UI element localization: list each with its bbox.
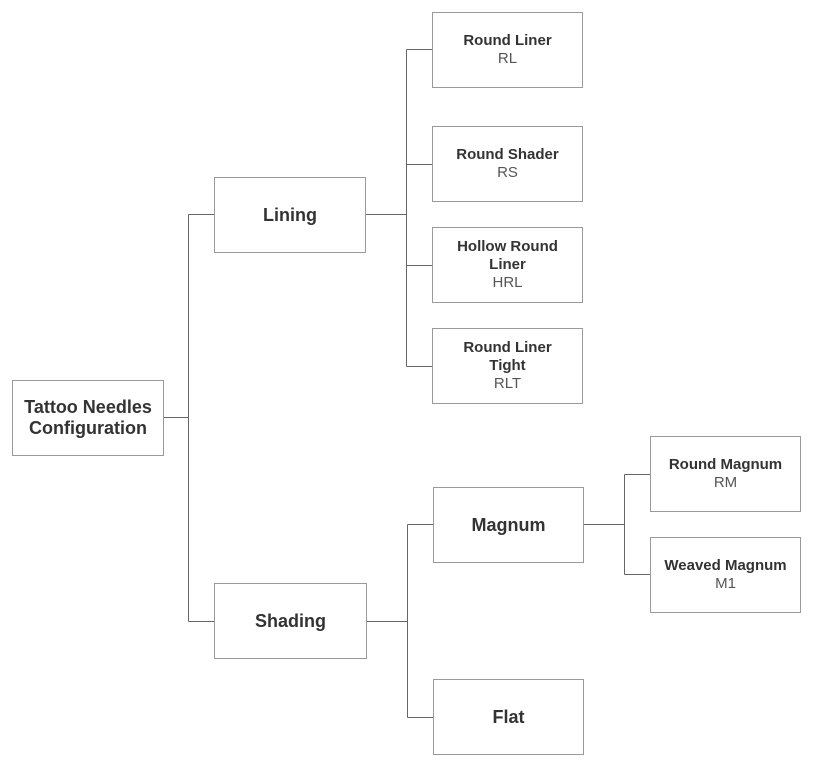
node-title: Round Liner	[463, 32, 552, 49]
node-root[interactable]: Tattoo Needles Configuration	[12, 380, 164, 456]
node-code: RL	[497, 50, 518, 67]
node-title: Round Liner Tight	[463, 339, 552, 374]
node-code: RLT	[493, 375, 522, 392]
node-title: Flat	[492, 706, 525, 727]
node-title: Tattoo Needles Configuration	[24, 397, 152, 438]
node-magnum[interactable]: Magnum	[433, 487, 584, 563]
node-code: RM	[713, 474, 738, 491]
node-code: M1	[715, 575, 736, 592]
node-shading[interactable]: Shading	[214, 583, 367, 659]
node-lining[interactable]: Lining	[214, 177, 366, 253]
connector-shading-trunk	[366, 524, 408, 718]
connector-root-lining	[163, 214, 214, 622]
node-round-magnum[interactable]: Round Magnum RM	[650, 436, 801, 512]
connector-lining-trunk	[365, 49, 407, 367]
node-title: Shading	[255, 610, 326, 631]
node-round-shader[interactable]: Round Shader RS	[432, 126, 583, 202]
node-code: HRL	[492, 274, 523, 291]
node-title: Magnum	[471, 514, 546, 535]
node-hollow-round-liner[interactable]: Hollow Round Liner HRL	[432, 227, 583, 303]
node-weaved-magnum[interactable]: Weaved Magnum M1	[650, 537, 801, 613]
node-title: Lining	[263, 204, 317, 225]
node-title: Round Magnum	[668, 456, 783, 473]
node-flat[interactable]: Flat	[433, 679, 584, 755]
node-title: Round Shader	[456, 146, 559, 163]
node-title: Hollow Round Liner	[457, 238, 558, 273]
node-round-liner[interactable]: Round Liner RL	[432, 12, 583, 88]
node-code: RS	[497, 164, 518, 181]
node-round-liner-tight[interactable]: Round Liner Tight RLT	[432, 328, 583, 404]
node-title: Weaved Magnum	[664, 557, 787, 574]
connector-magnum-trunk	[583, 474, 625, 575]
